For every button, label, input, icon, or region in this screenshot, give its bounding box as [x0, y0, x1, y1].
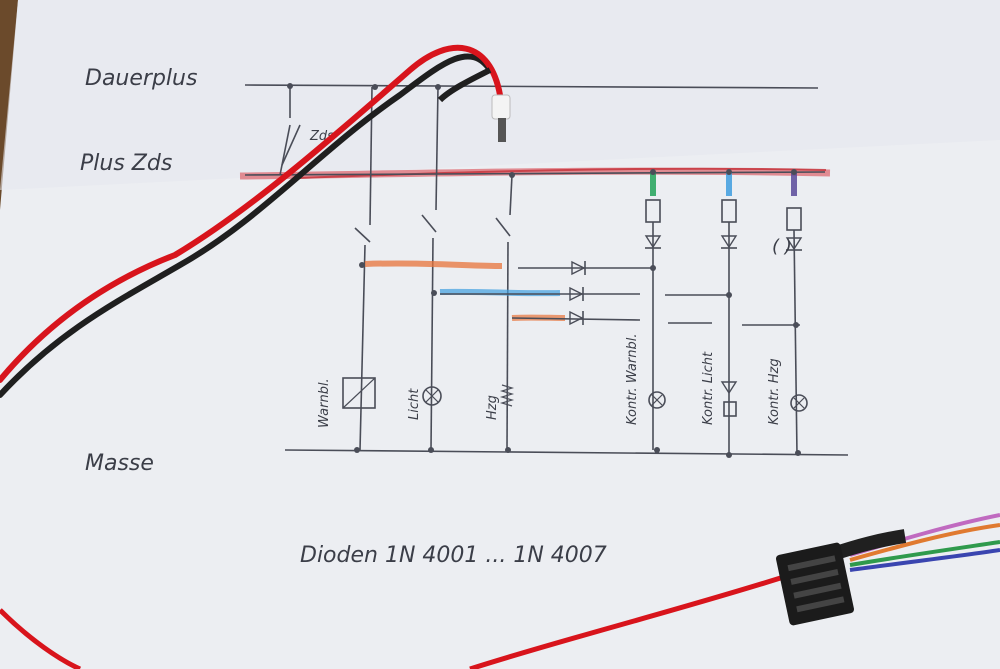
diode-row-2	[440, 286, 730, 302]
heater-coil-symbol	[499, 384, 515, 407]
label-kontr-licht: Kontr. Licht	[701, 351, 716, 425]
led-symbol	[720, 381, 738, 395]
label-warnblinker: Warnbl.	[317, 378, 332, 428]
branch-heizung	[495, 172, 515, 453]
orange-marker-line	[364, 260, 503, 269]
diode-symbol	[569, 286, 584, 302]
blue-marker-line	[439, 288, 561, 297]
connector-block	[775, 513, 1000, 626]
wire-tip	[498, 118, 506, 142]
rail-dauerplus	[244, 84, 819, 89]
indicator-licht	[720, 169, 738, 458]
rail-masse	[284, 449, 849, 456]
label-dauerplus: Dauerplus	[85, 66, 197, 91]
label-kontr-warnbl: Kontr. Warnbl.	[625, 334, 640, 425]
label-masse: Masse	[85, 451, 154, 476]
red-wire-bottom-left	[0, 608, 82, 669]
diode-symbol	[569, 310, 584, 326]
diode-symbol	[571, 260, 586, 276]
branch-licht	[421, 84, 442, 453]
label-heizung: Hzg	[485, 395, 500, 420]
label-plus-zds: Plus Zds	[80, 151, 172, 176]
label-kontr-hzg: Kontr. Hzg	[767, 358, 782, 425]
lamp-symbol-licht	[422, 386, 442, 406]
diode-note: Dioden 1N 4001 ... 1N 4007	[300, 543, 607, 568]
diode-row-3	[511, 310, 800, 326]
black-wire	[0, 53, 493, 398]
white-sleeve	[491, 94, 511, 120]
diode-row-1	[518, 260, 655, 276]
label-licht: Licht	[407, 388, 422, 420]
indicator-hzg: ( )	[772, 169, 808, 456]
relay-symbol	[342, 377, 376, 409]
red-wire-to-connector	[469, 572, 791, 669]
branch-warnblinker	[342, 84, 378, 453]
indicator-warnbl	[644, 169, 666, 453]
optional-parentheses: ( )	[772, 236, 792, 257]
red-wire	[0, 44, 503, 383]
